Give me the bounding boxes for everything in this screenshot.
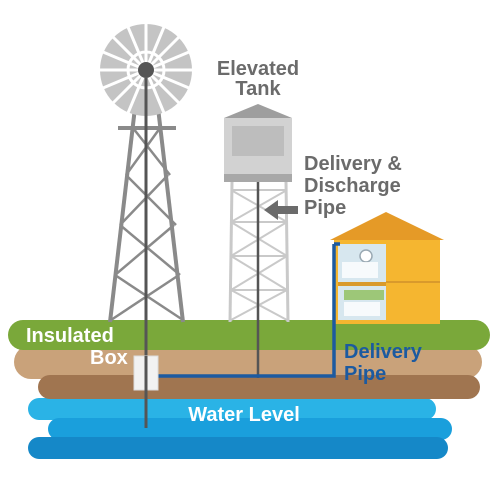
ground-grass — [8, 320, 490, 350]
arrow-left-icon — [264, 200, 298, 220]
elevated-tank-label-line2: Tank — [235, 78, 281, 100]
elevated-tank-label-line1: Elevated — [217, 58, 299, 80]
delivery-discharge-label-line1: Delivery & — [304, 153, 402, 175]
delivery-pipe-label-line2: Pipe — [344, 363, 386, 385]
insulated-box-label-line2: Box — [90, 347, 128, 369]
delivery-discharge-label-line3: Pipe — [304, 197, 346, 219]
elevated-tank — [224, 104, 292, 378]
delivery-pipe-label-line1: Delivery — [344, 341, 423, 363]
windmill-icon — [100, 24, 192, 428]
water-layer — [28, 398, 452, 459]
delivery-pipe — [150, 242, 340, 378]
house-icon — [330, 212, 444, 324]
delivery-discharge-label-line2: Discharge — [304, 175, 401, 197]
windmill-rotor — [100, 24, 192, 116]
water-level-label: Water Level — [188, 404, 300, 426]
insulated-box-label-line1: Insulated — [26, 325, 114, 347]
